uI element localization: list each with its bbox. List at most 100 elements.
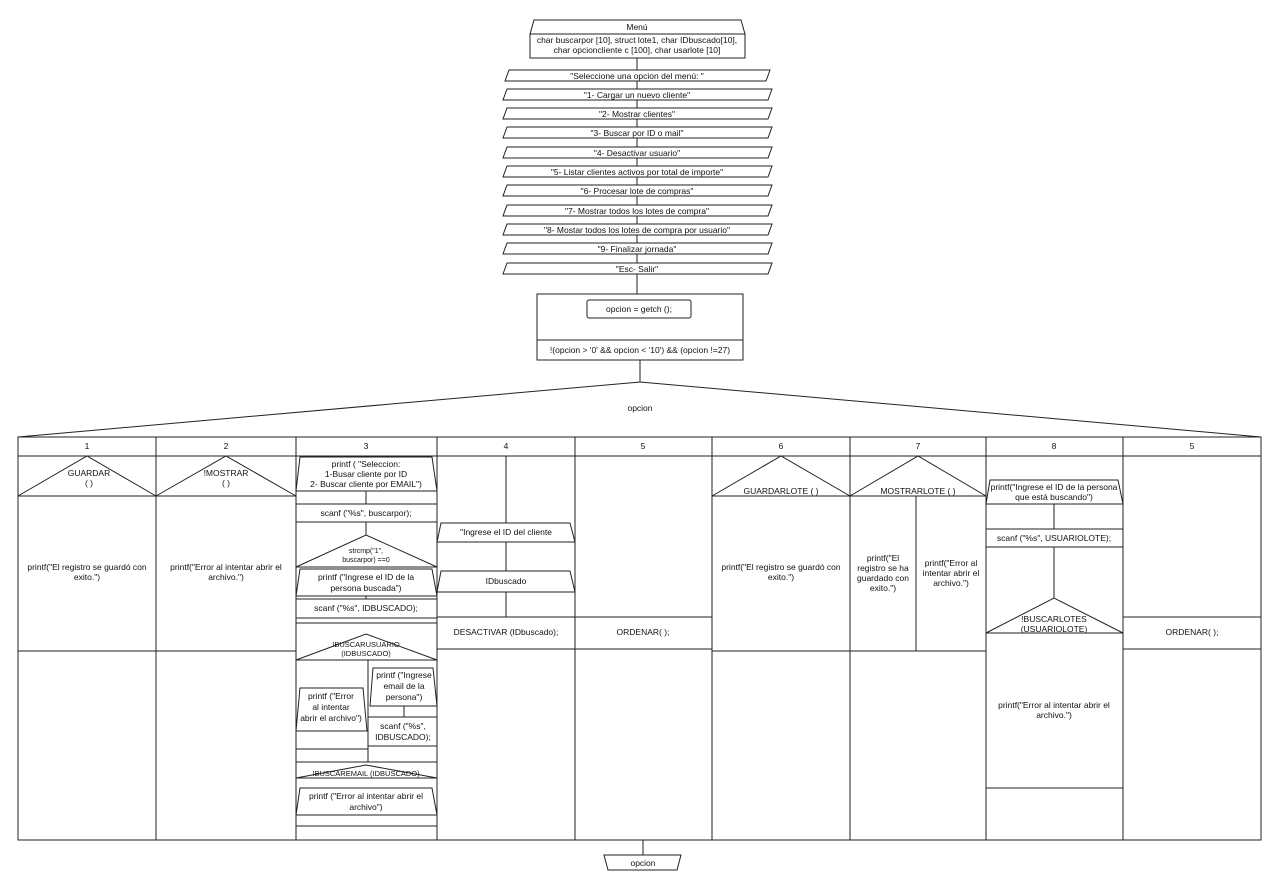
case-7-condition: MOSTRARLOTE ( ) (880, 486, 955, 496)
case-3-print-id-line-1: printf ("Ingrese el ID de la (318, 572, 414, 582)
switch-label: opcion (627, 403, 652, 413)
case-5b-column: ORDENAR( ); (1122, 616, 1262, 650)
case-label-1: 1 (85, 441, 90, 451)
case-3-strcmp-line-2: buscarpor) ==0 (342, 557, 390, 564)
case-label-3: 3 (364, 441, 369, 451)
menu-print-3-label: "3- Buscar por ID o mail" (591, 128, 684, 138)
case-3-error-left-line-1: printf ("Error (308, 691, 354, 701)
declarations-box (529, 33, 746, 59)
case-1-condition-line-2: ( ) (85, 478, 93, 488)
case-2-text-line-1: printf("Error al intentar abrir el (170, 562, 282, 572)
menu-print-10-label: "Esc- Salir" (616, 264, 658, 274)
case-3-cond-email: !BUSCAREMAIL (IDBUSCADO) (312, 769, 420, 778)
loop-body-statement (586, 299, 692, 319)
case-8-error-line-2: archivo.") (1036, 710, 1072, 720)
case-8-print-line-1: printf("Ingrese el ID de la persona (991, 482, 1118, 492)
menu-print-5 (502, 165, 773, 178)
menu-print-2-label: "2- Mostrar clientes" (599, 109, 675, 119)
declarations-line-2: char opcioncliente c [100], char usarlot… (554, 45, 721, 55)
case-label-5b: 5 (1190, 441, 1195, 451)
case-3-error-email-line-1: printf ("Error al intentar abrir el (309, 791, 423, 801)
declarations-line-1: char buscarpor [10], struct lote1, char … (537, 35, 737, 45)
menu-print-9 (502, 242, 773, 255)
case-8-print-line-2: que está buscando") (1015, 492, 1093, 502)
menu-print-2 (502, 107, 773, 120)
case-6-column: GUARDARLOTE ( ) printf("El registro se g… (711, 455, 851, 652)
menu-print-8-label: "8- Mostar todos los lotes de compra por… (544, 225, 730, 235)
case-2-condition-line-2: ( ) (222, 478, 230, 488)
switch-header-outline (17, 381, 1262, 438)
case-1-column: GUARDAR ( ) printf("El registro se guard… (17, 455, 157, 652)
case-3-cond-user-line-2: (IDBUSCADO) (341, 649, 391, 658)
case-label-8: 8 (1052, 441, 1057, 451)
case-1-text-line-2: exito.") (74, 572, 100, 582)
case-7-yes-line-2: registro se ha (857, 563, 909, 573)
case-8-column: printf("Ingrese el ID de la persona que … (985, 479, 1124, 789)
case-3-scan-id: scanf ("%s", IDBUSCADO); (314, 603, 418, 613)
case-8-scan: scanf ("%s", USUARIOLOTE); (997, 533, 1111, 543)
case-3-select-line-3: 2- Buscar cliente por EMAIL") (310, 479, 422, 489)
case-6-text-line-2: exito.") (768, 572, 794, 582)
menu-print-9-label: "9- Finalizar jornada" (598, 244, 677, 254)
menu-print-0-label: "Seleccione una opcion del menú: " (570, 71, 704, 81)
case-3-scan-email-line-1: scanf ("%s", (380, 721, 426, 731)
menu-print-1-label: "1- Cargar un nuevo cliente" (584, 90, 690, 100)
case-5a-column: ORDENAR( ); (574, 616, 713, 650)
case-3-print-email-line-2: email de la (383, 681, 424, 691)
case-3-strcmp-line-1: strcmp("1", (349, 548, 383, 555)
case-1-text-line-1: printf("El registro se guardó con (27, 562, 147, 572)
case-4-var: IDbuscado (486, 576, 527, 586)
case-6-text-line-1: printf("El registro se guardó con (721, 562, 841, 572)
menu-print-0 (504, 69, 771, 82)
case-4-call: DESACTIVAR (IDbuscado); (454, 627, 559, 637)
case-3-cond-user-line-1: !BUSCARUSUARIO (332, 640, 400, 649)
case-8-error-line-1: printf("Error al intentar abrir el (998, 700, 1110, 710)
case-2-text-line-2: archivo.") (208, 572, 244, 582)
case-3-error-left-line-2: al intentar (312, 702, 349, 712)
menu-print-6 (502, 184, 773, 197)
menu-print-8 (502, 223, 773, 236)
case-3-print-email-line-1: printf ("Ingrese (376, 670, 432, 680)
case-label-2: 2 (224, 441, 229, 451)
footer-var: opcion (630, 858, 655, 868)
case-1-condition-line-1: GUARDAR (68, 468, 111, 478)
case-3-scan-email-line-2: IDBUSCADO); (375, 732, 431, 742)
case-3-error-email-line-2: archivo") (349, 802, 382, 812)
footer-var-shape (603, 854, 682, 871)
case-5b-call: ORDENAR( ); (1166, 627, 1219, 637)
menu-print-1 (502, 88, 773, 101)
case-7-yes-line-1: printf("El (867, 553, 899, 563)
loop-body-text: opcion = getch (); (606, 304, 672, 314)
case-3-print-email-line-3: persona") (386, 692, 423, 702)
menu-print-7-label: "7- Mostrar todos los lotes de compra" (565, 206, 709, 216)
case-3-scan-buscarpor: scanf ("%s", buscarpor); (320, 508, 411, 518)
case-4-column: "Ingrese el ID del cliente IDbuscado DES… (436, 456, 576, 650)
case-label-7: 7 (916, 441, 921, 451)
case-3-error-left-line-3: abrir el archivo") (300, 713, 362, 723)
menu-title: Menú (626, 22, 648, 32)
case-7-yes-line-3: guardado con (857, 573, 909, 583)
case-7-no-line-2: intentar abrir el (923, 568, 980, 578)
case-2-column: !MOSTRAR ( ) printf("Error al intentar a… (155, 455, 297, 652)
case-7-yes-line-4: exito.") (870, 583, 896, 593)
case-4-print: "Ingrese el ID del cliente (460, 527, 552, 537)
menu-print-6-label: "6- Procesar lote de compras" (581, 186, 694, 196)
loop-condition: !(opcion > '0' && opcion < '10') && (opc… (550, 345, 730, 355)
case-2-condition-line-1: !MOSTRAR (204, 468, 249, 478)
menu-print-7 (502, 204, 773, 217)
case-3-select-line-1: printf ( "Seleccion: (332, 459, 401, 469)
menu-print-4 (502, 146, 773, 159)
case-label-5a: 5 (641, 441, 646, 451)
menu-print-3 (502, 126, 773, 139)
case-8-condition-line-1: !BUSCARLOTES (1021, 614, 1087, 624)
case-3-column: printf ( "Seleccion: 1-Busar cliente por… (295, 456, 438, 827)
menu-print-5-label: "5- Listar clientes activos por total de… (551, 167, 723, 177)
case-label-6: 6 (779, 441, 784, 451)
case-6-condition: GUARDARLOTE ( ) (743, 486, 818, 496)
case-7-no-line-3: archivo.") (933, 578, 969, 588)
case-label-4: 4 (504, 441, 509, 451)
case-7-no-line-1: printf("Error al (925, 558, 978, 568)
case-7-column: MOSTRARLOTE ( ) printf("El registro se h… (849, 455, 987, 652)
case-5a-call: ORDENAR( ); (617, 627, 670, 637)
